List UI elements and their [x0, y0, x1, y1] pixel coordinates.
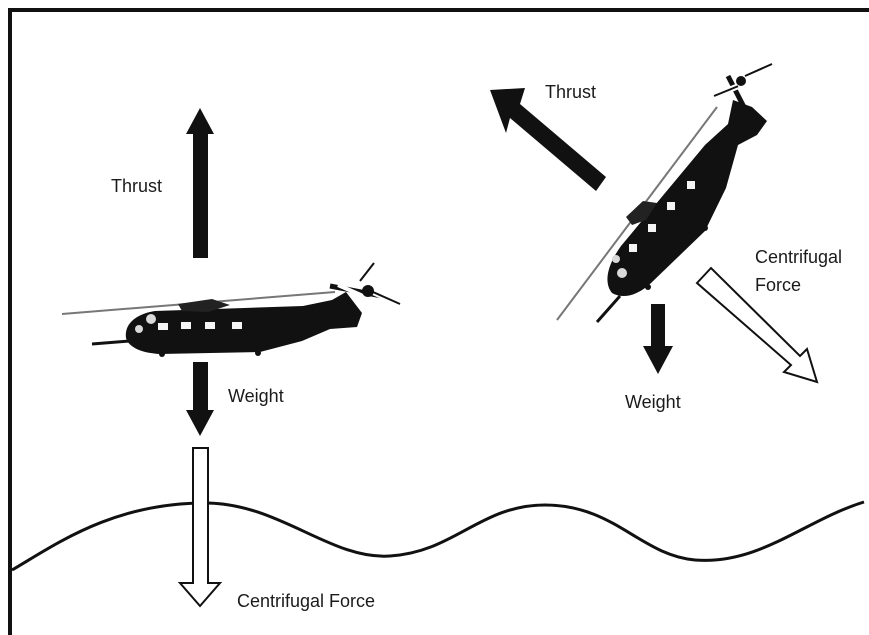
level-thrust-arrow — [186, 108, 214, 258]
banked-weight-arrow — [643, 304, 673, 374]
level-weight-label: Weight — [228, 384, 284, 408]
level-thrust-label: Thrust — [111, 174, 162, 198]
level-weight-arrow — [186, 362, 214, 436]
terrain-line — [12, 502, 864, 570]
level-helicopter-icon — [62, 263, 400, 357]
banked-weight-label: Weight — [625, 390, 681, 414]
banked-thrust-label: Thrust — [545, 80, 596, 104]
level-centrifugal-force-arrow — [180, 448, 220, 606]
banked-centrifugal-force-label: Centrifugal Force — [755, 243, 842, 299]
level-centrifugal-force-label: Centrifugal Force — [237, 589, 375, 613]
